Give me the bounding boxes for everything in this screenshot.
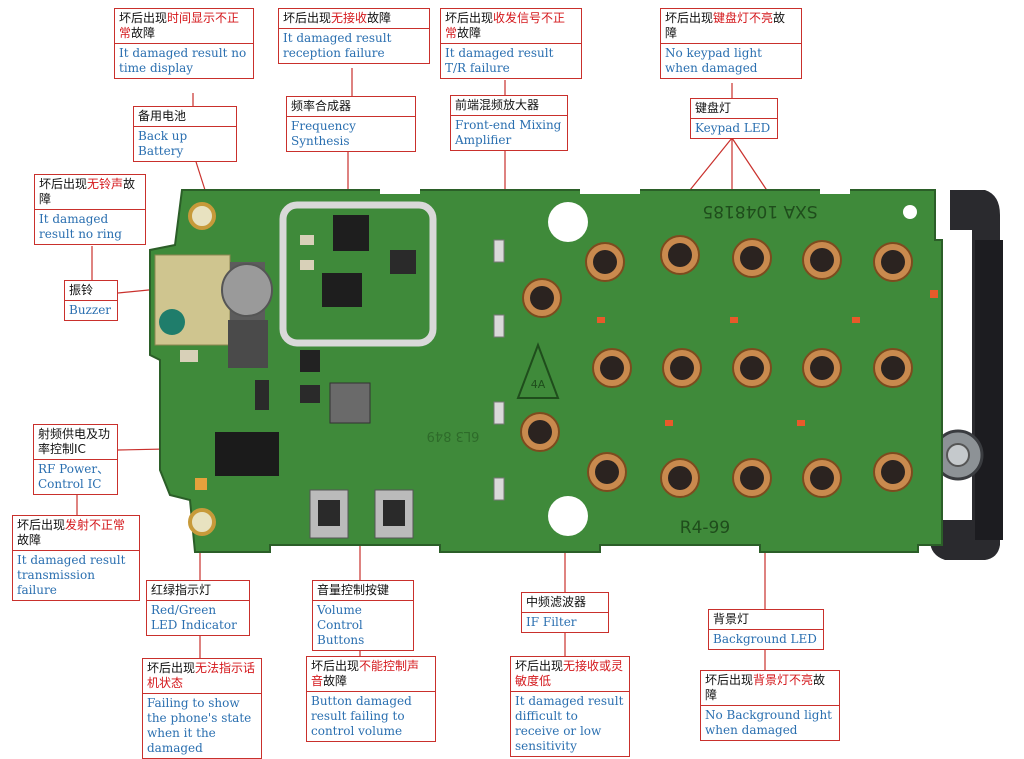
callout-frequency-synthesis: 频率合成器 Frequency Synthesis [286,96,416,152]
buzzer-component [154,254,273,368]
led-indicator [195,478,207,490]
callout-reception-fault: 坏后出现无接收故障 It damaged result reception fa… [278,8,430,64]
callout-transmission-fault: 坏后出现发射不正常故障 It damaged result transmissi… [12,515,140,601]
board-marking-top: SXA 1048185 [702,201,817,221]
side-leds [493,239,505,501]
keypad-leds [597,290,938,426]
callout-state-fault: 坏后出现无法指示话机状态 Failing to show the phone's… [142,658,262,759]
callout-keypad-fault: 坏后出现键盘灯不亮故障 No keypad light when damaged [660,8,802,79]
callout-if-fault: 坏后出现无接收或灵敏度低 It damaged result difficult… [510,656,630,757]
keypad-domes [520,235,913,498]
callout-time-fault: 坏后出现时间显示不正常故障 It damaged result no time … [114,8,254,79]
callout-tr-fault: 坏后出现收发信号不正常故障 It damaged result T/R fail… [440,8,582,79]
callout-volume-buttons: 音量控制按键 Volume Control Buttons [312,580,414,651]
callout-if-filter: 中频滤波器 IF Filter [521,592,609,633]
callout-led-indicator: 红绿指示灯 Red/Green LED Indicator [146,580,250,636]
callout-rf-power-ic: 射频供电及功率控制IC RF Power、Control IC [33,424,118,495]
callout-zh: 坏后出现时间显示不正常故障 [119,11,240,40]
warning-triangle: 4A [516,342,560,399]
volume-buttons [309,489,414,539]
callout-front-end-amplifier: 前端混频放大器 Front-end Mixing Amplifier [450,95,568,151]
warning-label: 4A [531,378,546,391]
callout-en: It damaged result no time display [119,46,247,75]
metal-bracket [930,190,1003,560]
board-marking-bottom: R4-99 [680,518,730,538]
callout-buzzer: 振铃 Buzzer [64,280,118,321]
callout-ring-fault: 坏后出现无铃声故障 It damaged result no ring [34,174,146,245]
mounting-holes [188,202,917,536]
callout-volume-fault: 坏后出现不能控制声音故障 Button damaged result faili… [306,656,436,742]
callout-battery: 备用电池 Back up Battery [133,106,237,162]
callout-background-led: 背景灯 Background LED [708,609,824,650]
ic-chips [180,350,371,476]
callout-keypad-led: 键盘灯 Keypad LED [690,98,778,139]
edge-notches [380,188,850,194]
synthesizer-shield [279,201,437,347]
board-marking-mid: 6L3 849 [427,428,480,443]
callout-backlight-fault: 坏后出现背景灯不亮故障 No Background light when dam… [700,670,840,741]
